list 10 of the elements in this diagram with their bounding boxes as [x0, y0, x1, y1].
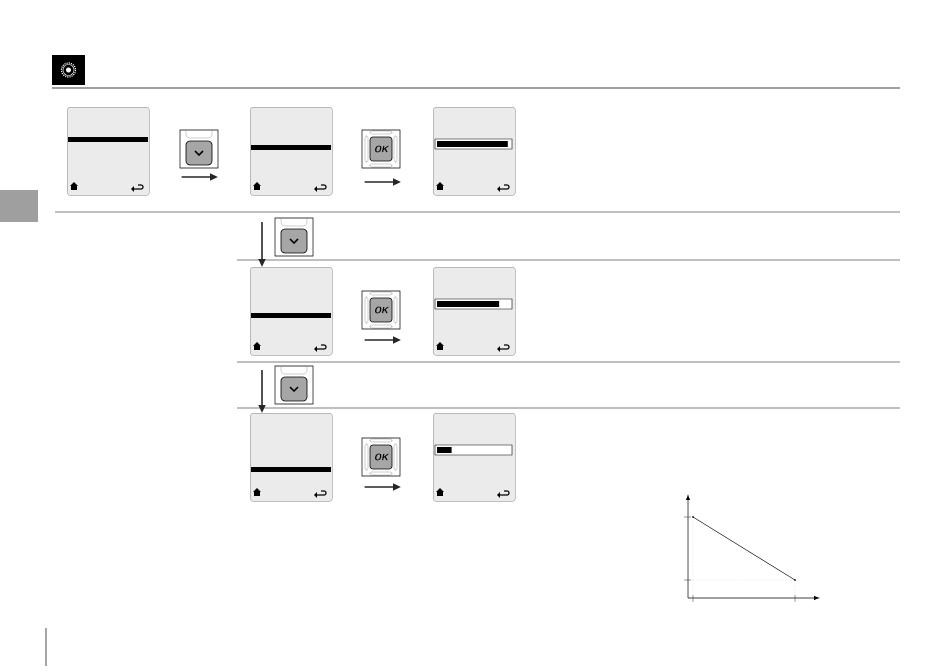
ok-button: OK [362, 438, 400, 476]
ok-button: OK [362, 290, 400, 330]
display-screen [250, 267, 333, 356]
ok-button: OK [362, 130, 400, 168]
display-screen [250, 413, 333, 502]
display-screen [433, 107, 516, 196]
display-screen [67, 107, 150, 196]
display-screen [433, 267, 516, 356]
display-screen [250, 107, 333, 196]
display-screen [433, 413, 516, 502]
